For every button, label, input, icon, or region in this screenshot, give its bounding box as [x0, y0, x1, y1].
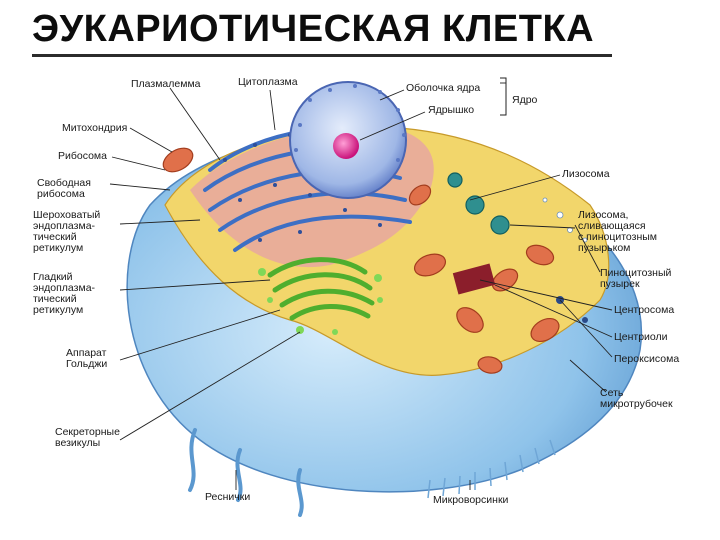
lysosomes [447, 172, 510, 235]
label-pinocytic-vesicle: Пиноцитозный пузырек [600, 267, 672, 290]
page-title: ЭУКАРИОТИЧЕСКАЯ КЛЕТКА [32, 8, 595, 50]
label-golgi: Аппарат Гольджи [66, 347, 108, 370]
nuclear-pores [294, 84, 406, 162]
mitochondria [162, 147, 560, 374]
label-rough-er: Шероховатый эндоплазма- тический ретикул… [33, 209, 101, 254]
label-smooth-er: Гладкий эндоплазма- тический ретикулум [33, 271, 96, 316]
label-lysosome-fusing: Лизосома, сливающаяся с пиноцитозным пуз… [578, 209, 658, 254]
label-nuclear-envelope: Оболочка ядра [406, 82, 481, 94]
label-nucleolus: Ядрышко [428, 104, 475, 116]
centrosome [452, 263, 496, 295]
microvilli [427, 439, 556, 499]
pinocytic-vesicles [542, 197, 588, 243]
title-underline [32, 54, 612, 57]
label-centrioles: Центриоли [614, 331, 668, 343]
golgi-apparatus [267, 257, 375, 321]
label-peroxisome: Пероксисома [614, 353, 680, 365]
leader-lines [109, 82, 613, 490]
label-cilia: Реснички [205, 491, 251, 503]
label-microtubule-network: Сеть микротрубочек [600, 387, 673, 410]
label-secretory-vesicles: Секреторные везикулы [55, 426, 120, 449]
nucleolus [333, 133, 359, 159]
label-centrosome: Центросома [614, 304, 675, 316]
label-mitochondrion: Митохондрия [62, 122, 128, 134]
label-microvilli: Микроворсинки [433, 494, 509, 506]
label-plasmalemma: Плазмалемма [131, 78, 201, 90]
label-ribosome: Рибосома [58, 150, 107, 162]
label-lysosome: Лизосома [562, 168, 610, 180]
cilia [188, 428, 304, 517]
label-free-ribosome: Свободная рибосома [37, 177, 91, 200]
golgi-vesicles [258, 268, 383, 335]
nucleus-bracket [500, 77, 507, 116]
label-nucleus: Ядро [512, 94, 538, 106]
label-cytoplasm: Цитоплазма [238, 76, 298, 88]
